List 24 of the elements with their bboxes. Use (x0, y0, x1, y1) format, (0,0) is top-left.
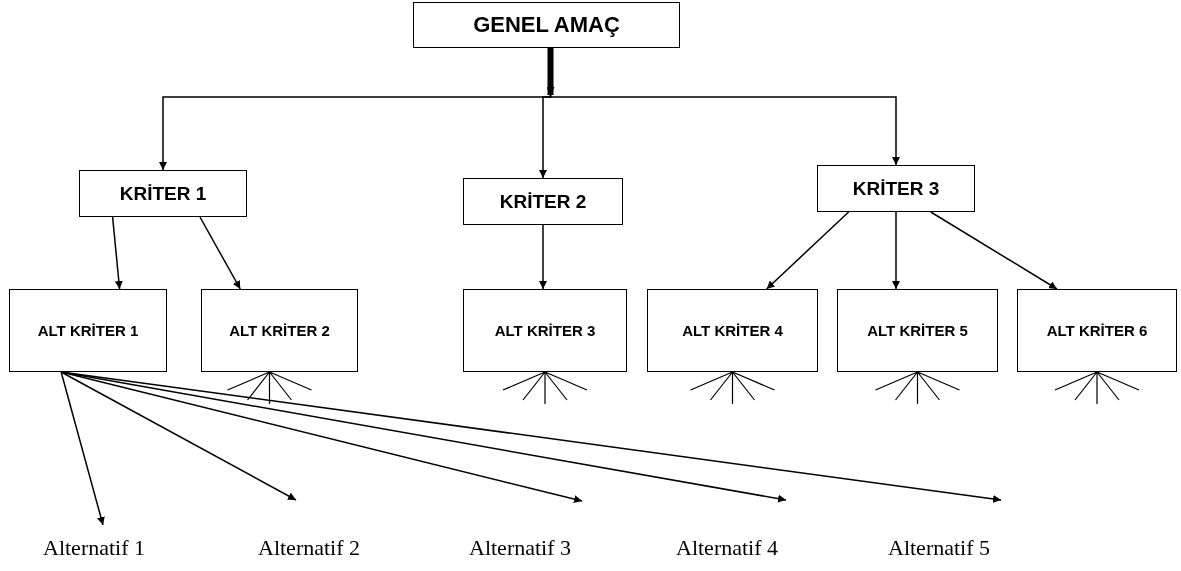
alternative-label: Alternatif 3 (469, 535, 572, 561)
criterion-box: KRİTER 1 (79, 170, 247, 217)
criterion-box: GENEL AMAÇ (413, 2, 680, 48)
criterion-box: ALT KRİTER 6 (1017, 289, 1177, 372)
arrow (199, 216, 241, 290)
criterion-box: ALT KRİTER 2 (201, 289, 358, 372)
arrow (892, 211, 900, 290)
alternative-label: Alternatif 5 (888, 535, 991, 561)
criterion-box: ALT KRİTER 3 (463, 289, 627, 372)
criterion-box: ALT KRİTER 1 (9, 289, 167, 372)
criterion-box: KRİTER 2 (463, 178, 623, 225)
criterion-box: KRİTER 3 (817, 165, 975, 212)
arrow (539, 224, 547, 290)
thick-arrow (546, 48, 555, 95)
criterion-box: ALT KRİTER 4 (647, 289, 818, 372)
arrow (111, 216, 123, 290)
arrow (60, 371, 297, 501)
alternative-label: Alternatif 2 (258, 535, 361, 561)
criterion-box: ALT KRİTER 5 (837, 289, 998, 372)
arrow (60, 371, 105, 526)
arrow (765, 211, 850, 290)
arrow (930, 211, 1058, 290)
alternative-label: Alternatif 1 (43, 535, 146, 561)
alternative-label: Alternatif 4 (676, 535, 779, 561)
